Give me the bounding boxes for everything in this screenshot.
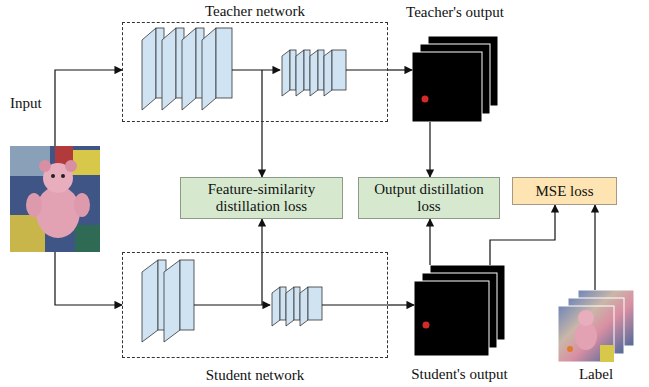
wire-line xyxy=(346,69,388,70)
figure-part xyxy=(202,28,216,110)
network-box: Teacher network xyxy=(122,22,388,122)
connector-arrow xyxy=(388,304,414,305)
student-wires xyxy=(194,252,388,305)
input-photo xyxy=(10,146,100,252)
output-maps: Student's output xyxy=(414,265,505,356)
connector-arrow xyxy=(55,252,122,305)
figure-part xyxy=(142,260,158,342)
figure-part xyxy=(575,322,597,350)
connector-arrow xyxy=(594,205,595,290)
loss-box: Output distillation loss xyxy=(358,177,500,219)
loss-box: MSE loss xyxy=(512,177,617,205)
figure-part xyxy=(282,50,290,96)
figure-part xyxy=(318,50,324,90)
figure-part xyxy=(600,345,614,362)
figure-part xyxy=(51,174,55,178)
wire-line xyxy=(322,304,388,305)
figure-part xyxy=(164,260,180,342)
loss-box: Feature-similarity distillation loss xyxy=(180,177,343,219)
figure-part xyxy=(412,52,482,122)
figure-part xyxy=(142,28,156,110)
figure-part xyxy=(65,160,77,172)
connector-arrow xyxy=(55,70,122,146)
figure-part xyxy=(162,28,176,110)
figure-part xyxy=(182,28,196,110)
figure-part xyxy=(286,287,294,326)
student-output-maps xyxy=(414,265,505,356)
label-photos xyxy=(558,290,634,362)
figure-part xyxy=(310,50,318,96)
node-heading: Student's output xyxy=(411,366,507,383)
teacher-layers xyxy=(142,28,346,110)
input-image: Input xyxy=(10,146,100,252)
figure-part xyxy=(567,346,573,352)
teacher-output-maps xyxy=(412,36,498,122)
wire-line xyxy=(261,252,262,305)
figure-part xyxy=(216,28,232,98)
figure-part xyxy=(422,96,429,103)
figure-part xyxy=(272,287,280,326)
figure-part xyxy=(308,287,322,320)
figure-part xyxy=(558,306,614,362)
node-heading: Teacher network xyxy=(205,3,305,20)
figure-part xyxy=(74,193,90,217)
connector-arrow xyxy=(261,219,262,252)
figure-part xyxy=(300,287,308,326)
wire-line xyxy=(194,304,270,305)
output-maps: Teacher's output xyxy=(412,36,498,122)
connector-arrow xyxy=(261,122,262,177)
figure-part xyxy=(36,186,80,238)
figure-part xyxy=(304,50,310,90)
connector-arrow xyxy=(429,219,430,265)
figure-part xyxy=(290,50,296,90)
figure-part xyxy=(423,322,430,329)
node-heading: Input xyxy=(10,95,42,112)
figure-part xyxy=(39,160,51,172)
figure-part xyxy=(180,260,194,330)
figure-part xyxy=(294,287,300,320)
figure-part xyxy=(296,50,304,96)
figure-part xyxy=(10,146,100,252)
figure-part xyxy=(75,225,100,252)
figure-part xyxy=(324,50,332,96)
figure-part xyxy=(578,310,594,326)
figure-part xyxy=(280,287,286,320)
connector-arrow xyxy=(388,69,412,70)
node-heading: Student network xyxy=(206,367,305,384)
figure-part xyxy=(10,146,50,176)
label-image: Label xyxy=(558,290,634,362)
figure-part xyxy=(26,193,42,217)
student-layers xyxy=(142,260,322,342)
figure-part xyxy=(414,281,489,356)
teacher-wires xyxy=(232,70,388,122)
node-heading: Teacher's output xyxy=(406,4,504,21)
figure-part xyxy=(332,50,346,90)
network-box: Student network xyxy=(122,252,388,358)
figure-part xyxy=(61,174,65,178)
box-label: Output distillation loss xyxy=(365,181,493,215)
connector-arrow xyxy=(429,122,430,177)
node-heading: Label xyxy=(579,366,613,383)
box-label: MSE loss xyxy=(536,183,594,200)
wire-line xyxy=(261,70,262,122)
wire-line xyxy=(232,69,280,70)
box-label: Feature-similarity distillation loss xyxy=(187,181,336,215)
